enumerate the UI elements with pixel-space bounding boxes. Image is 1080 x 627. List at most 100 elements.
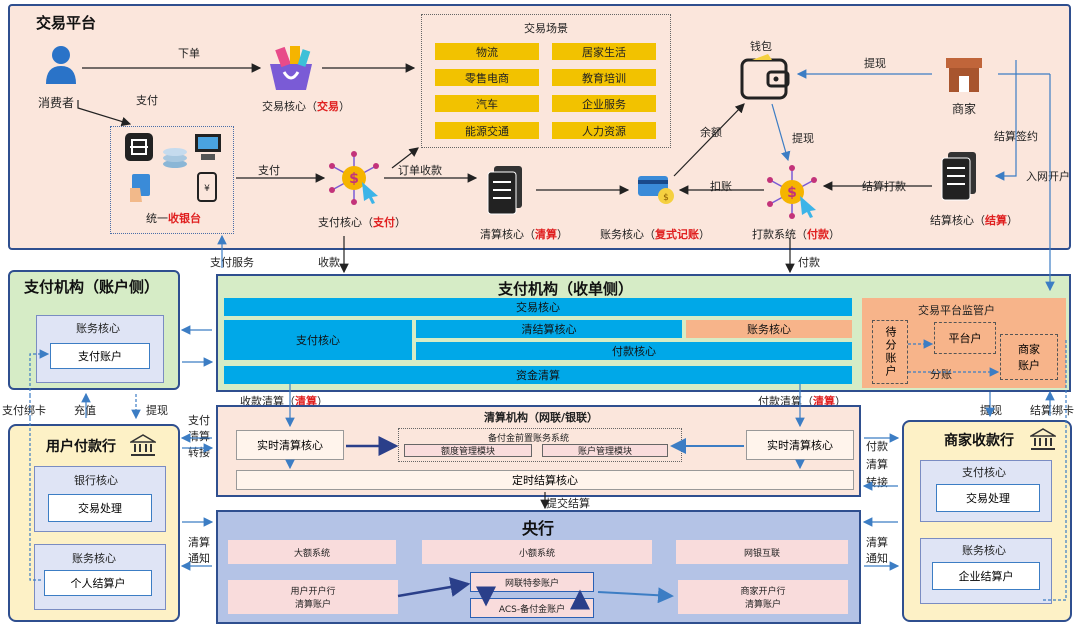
reserve-system-label: 备付金前置账务系统 bbox=[488, 434, 570, 444]
acq-account-core: 账务核心 bbox=[686, 320, 852, 338]
scan-icon bbox=[124, 132, 154, 162]
bind-card-label: 支付绑卡 bbox=[2, 404, 46, 417]
scene-retail: 零售电商 bbox=[435, 69, 539, 86]
online-banking: 网银互联 bbox=[676, 540, 848, 564]
order-collect-label: 订单收款 bbox=[398, 164, 442, 177]
settle-core-doc-icon bbox=[940, 152, 978, 202]
payout-clear-transfer-3: 转接 bbox=[866, 476, 888, 489]
scheduled-settle-core: 定时结算核心 bbox=[236, 470, 854, 490]
scene-enterprise: 企业服务 bbox=[552, 95, 656, 112]
netlink-account: 网联特参账户 bbox=[470, 572, 594, 592]
user-account-core-label: 账务核心 bbox=[72, 552, 116, 565]
payout-clear-label: 付款清算（清算） bbox=[758, 395, 846, 408]
pay-account-box: 支付账户 bbox=[50, 343, 150, 369]
platform-account: 平台户 bbox=[934, 322, 996, 354]
scene-auto: 汽车 bbox=[435, 95, 539, 112]
enterprise-account-box: 企业结算户 bbox=[932, 562, 1040, 590]
wallet-icon bbox=[738, 52, 794, 102]
merchant-bank-clear-account: 商家开户行 清算账户 bbox=[678, 580, 848, 614]
payout-clear-transfer-2: 清算 bbox=[866, 458, 888, 471]
merchant-label: 商家 bbox=[952, 102, 977, 116]
scene-home: 居家生活 bbox=[552, 43, 656, 60]
supervise-title: 交易平台监管户 bbox=[918, 304, 995, 317]
trade-platform-title: 交易平台 bbox=[36, 14, 97, 32]
realtime-clear-right: 实时清算核心 bbox=[746, 430, 854, 460]
pay-core-icon: $ bbox=[326, 150, 382, 206]
recharge-label: 充值 bbox=[74, 404, 96, 417]
store-icon bbox=[944, 56, 984, 94]
settle-sign-label: 结算签约 bbox=[994, 130, 1038, 143]
svg-text:$: $ bbox=[349, 171, 359, 187]
withdraw-left-label: 提现 bbox=[146, 404, 168, 417]
payout-clear-transfer-1: 付款 bbox=[866, 440, 888, 453]
coins-icon bbox=[160, 142, 190, 170]
merchant-bank-title: 商家收款行 bbox=[944, 433, 1014, 449]
scene-hr: 人力资源 bbox=[552, 122, 656, 139]
trade-core-label: 交易核心（交易） bbox=[262, 100, 350, 113]
account-card-icon: $ bbox=[636, 172, 676, 206]
payout-label: 付款 bbox=[798, 256, 820, 269]
acs-reserve-account: ACS-备付金账户 bbox=[470, 598, 594, 618]
acq-trade-core: 交易核心 bbox=[224, 298, 852, 316]
central-bank-title: 央行 bbox=[522, 519, 555, 538]
pay-label: 支付 bbox=[136, 94, 158, 107]
wallet-label: 钱包 bbox=[750, 40, 772, 53]
trade-scene-box bbox=[421, 14, 671, 148]
clear-notify-right-1: 清算 bbox=[866, 536, 888, 549]
pay-clear-transfer-1: 支付 bbox=[188, 414, 210, 427]
merchant-withdraw-label: 提现 bbox=[980, 404, 1002, 417]
scene-title: 交易场景 bbox=[524, 22, 568, 35]
pay-core-label: 支付核心（支付） bbox=[318, 216, 406, 229]
collect-label: 收款 bbox=[318, 256, 340, 269]
bank-icon-right bbox=[1028, 428, 1058, 450]
pos-terminal-icon bbox=[193, 132, 223, 162]
cashier-box bbox=[110, 126, 234, 234]
settle-pay-label: 结算打款 bbox=[862, 180, 906, 193]
scene-logistics: 物流 bbox=[435, 43, 539, 60]
user-txn-box: 交易处理 bbox=[48, 494, 152, 522]
settle-bind-card-label: 结算绑卡 bbox=[1030, 404, 1074, 417]
pay-account-side-title: 支付机构（账户侧） bbox=[24, 278, 160, 296]
clear-notify-right-2: 通知 bbox=[866, 552, 888, 565]
consumer-icon bbox=[44, 44, 78, 84]
merchant-account: 商家账户 bbox=[1000, 334, 1058, 380]
order-label: 下单 bbox=[178, 47, 200, 60]
pay-clear-transfer-3: 转接 bbox=[188, 446, 210, 459]
clear-notify-left-2: 通知 bbox=[188, 552, 210, 565]
acq-clear-core: 清结算核心 bbox=[416, 320, 682, 338]
scene-education: 教育培训 bbox=[552, 69, 656, 86]
withdraw-wallet-label: 提现 bbox=[792, 132, 814, 145]
balance-label: 余额 bbox=[700, 126, 722, 139]
account-core-label: 账务核心（复式记账） bbox=[600, 228, 710, 241]
merchant-account-core-label: 账务核心 bbox=[962, 544, 1006, 557]
pay2-label: 支付 bbox=[258, 164, 280, 177]
submit-settle-label: 提交结算 bbox=[546, 497, 590, 510]
pay-clear-transfer-2: 清算 bbox=[188, 430, 210, 443]
bank-core-label: 银行核心 bbox=[74, 474, 118, 487]
pending-account: 待分账户 bbox=[872, 320, 908, 384]
withdraw-merchant-label: 提现 bbox=[864, 57, 886, 70]
clearing-org-title: 清算机构（网联/银联） bbox=[484, 411, 599, 424]
clear-core-label: 清算核心（清算） bbox=[480, 228, 568, 241]
personal-account-box: 个人结算户 bbox=[44, 570, 152, 596]
realtime-clear-left: 实时清算核心 bbox=[236, 430, 344, 460]
user-bank-title: 用户付款行 bbox=[46, 439, 116, 455]
deduct-label: 扣账 bbox=[710, 180, 732, 193]
consumer-label: 消费者 bbox=[38, 96, 75, 110]
small-system: 小额系统 bbox=[422, 540, 652, 564]
trade-platform-panel bbox=[8, 4, 1071, 250]
account-core-left-label: 账务核心 bbox=[76, 322, 120, 335]
card-hand-icon bbox=[128, 172, 156, 202]
supervise-panel bbox=[862, 298, 1066, 388]
merchant-pay-core-label: 支付核心 bbox=[962, 466, 1006, 479]
merchant-txn-box: 交易处理 bbox=[936, 484, 1040, 512]
user-bank-clear-account: 用户开户行 清算账户 bbox=[228, 580, 398, 614]
svg-text:$: $ bbox=[663, 193, 669, 203]
mobile-pay-icon: ¥ bbox=[192, 172, 222, 202]
acq-pay-core: 支付核心 bbox=[224, 320, 412, 360]
pay-service-label: 支付服务 bbox=[210, 256, 254, 269]
shopping-bag-icon bbox=[264, 44, 318, 92]
svg-text:$: $ bbox=[787, 185, 797, 201]
settle-core-label: 结算核心（结算） bbox=[930, 214, 1018, 227]
clear-core-doc-icon bbox=[486, 166, 524, 216]
